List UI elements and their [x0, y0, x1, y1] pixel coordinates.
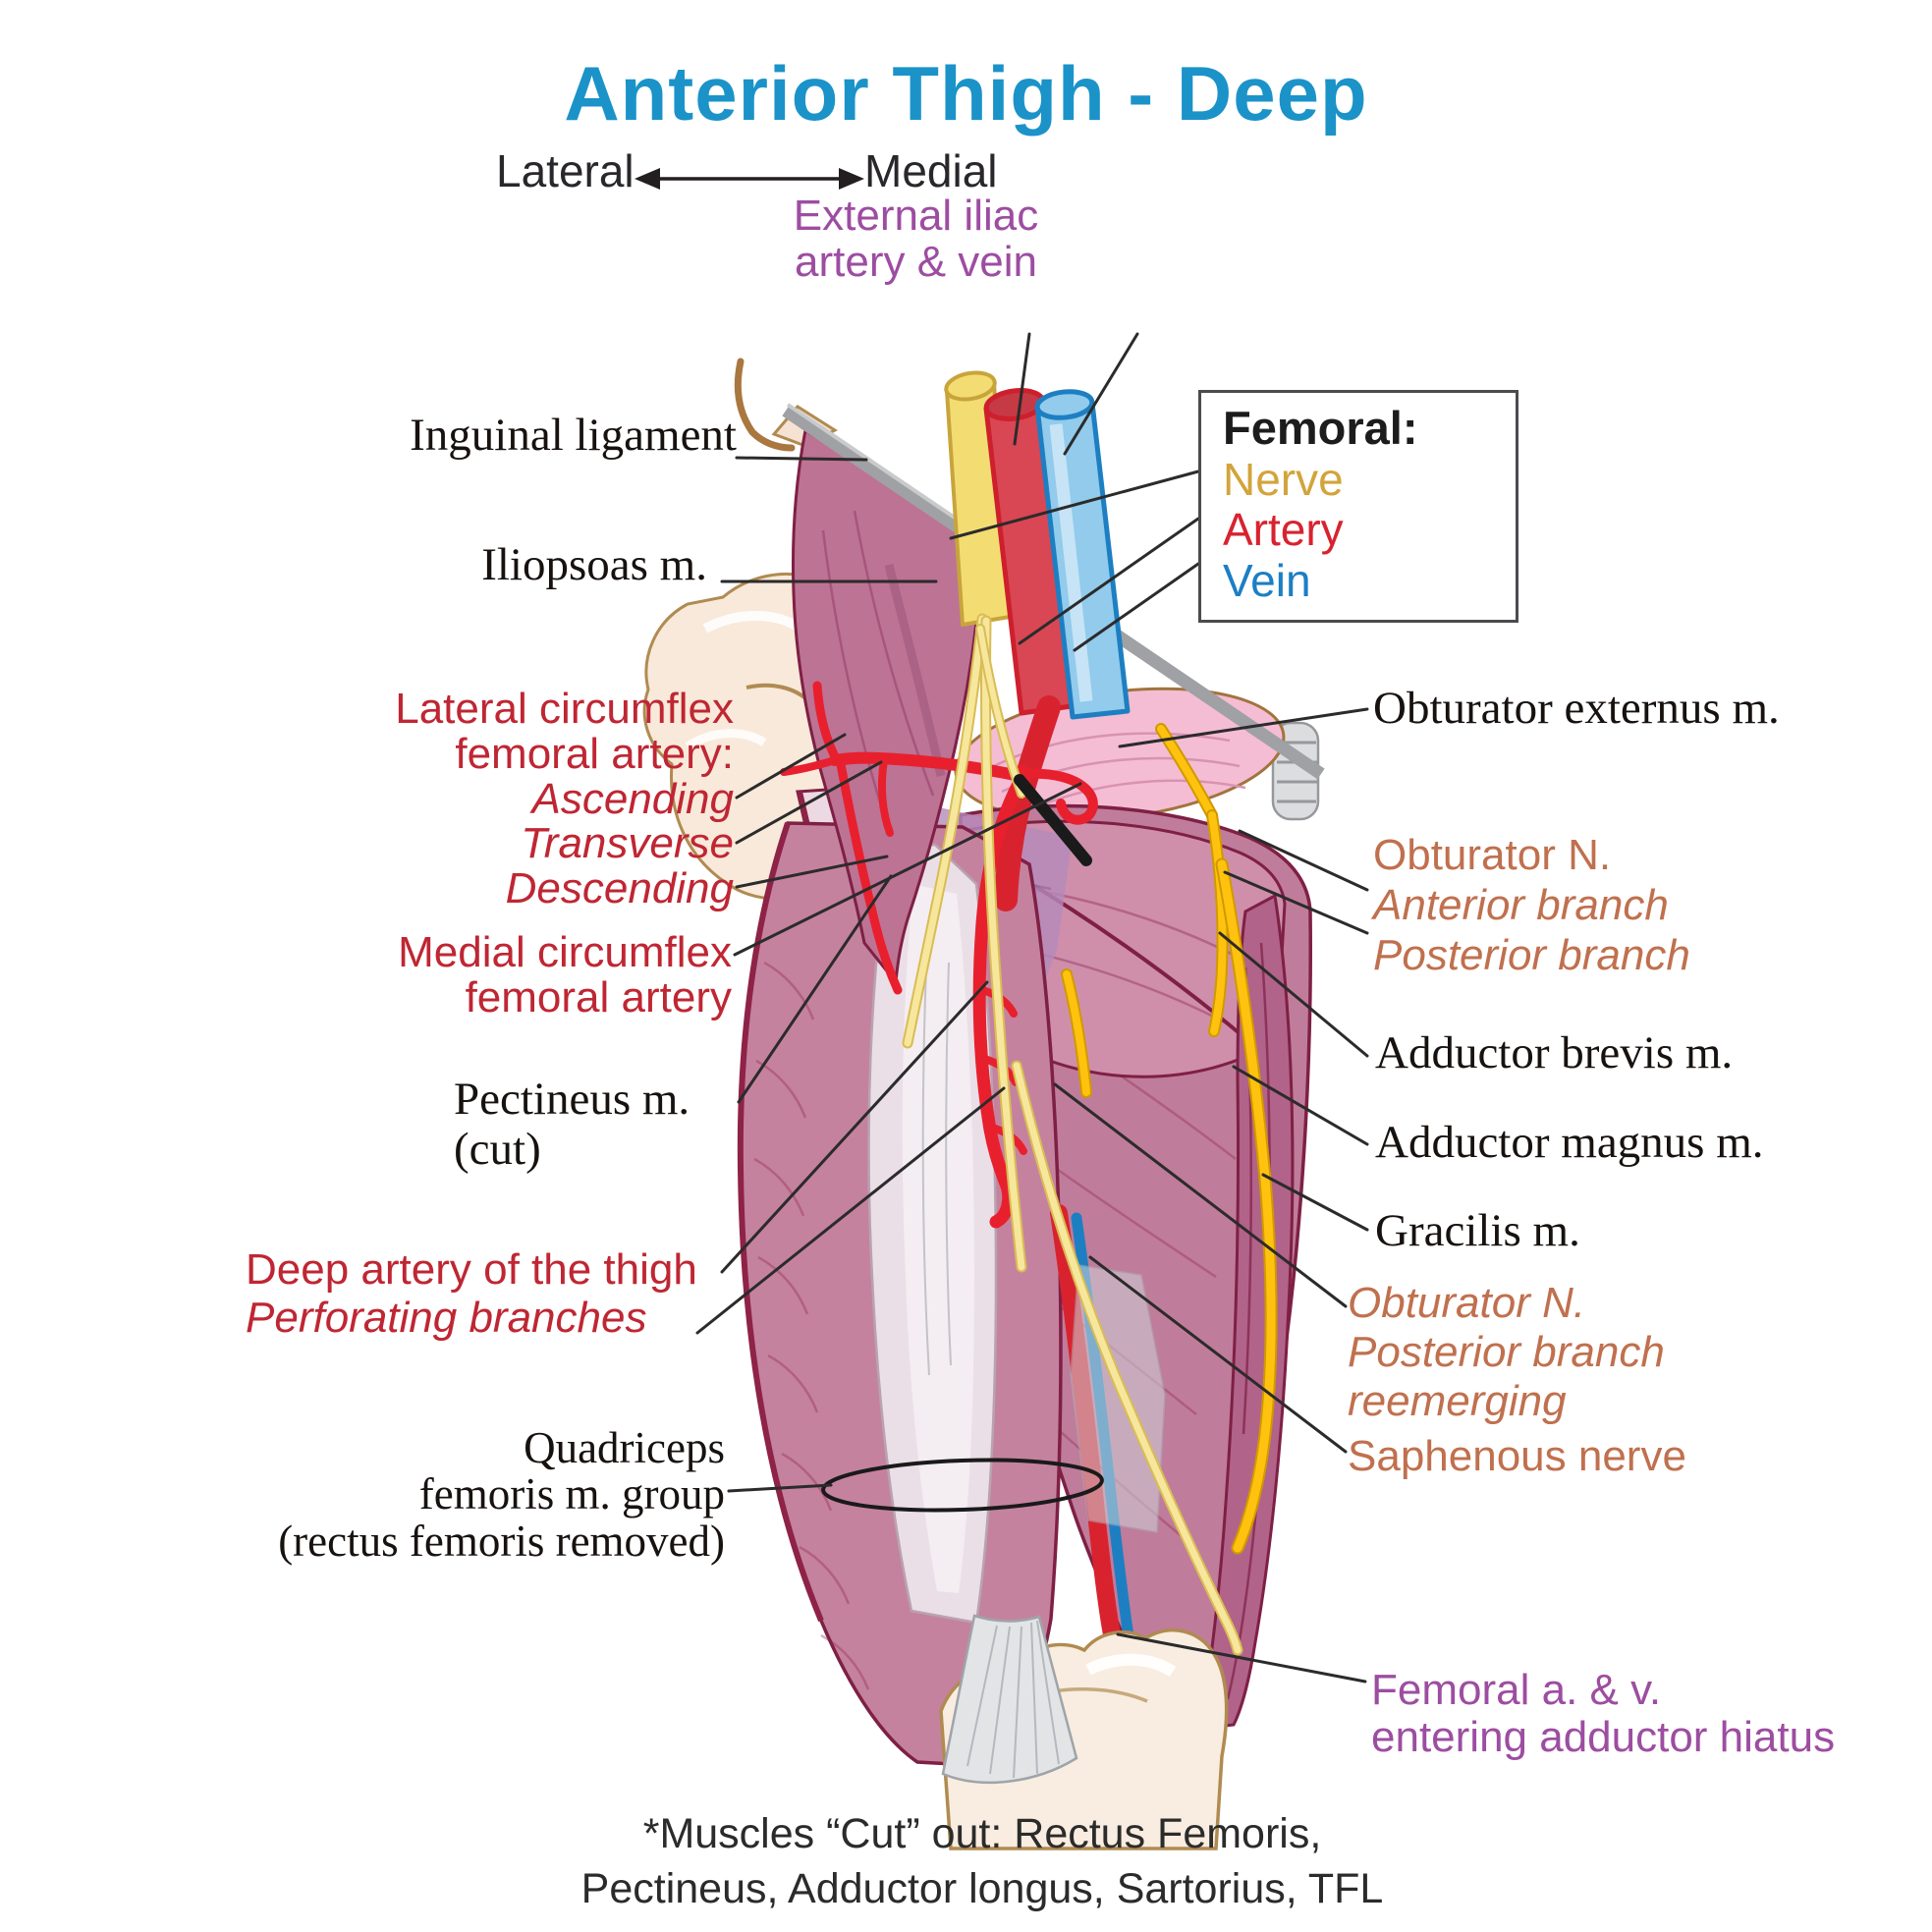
label-pectineus-line2: (cut) — [454, 1123, 541, 1175]
label-external-iliac: External iliac artery & vein — [746, 193, 1085, 285]
label-lcfa-ascending: Ascending — [531, 774, 734, 823]
orientation-lateral-label: Lateral — [496, 145, 635, 196]
label-lateral-circumflex-line2: femoral artery: — [455, 729, 734, 778]
label-obturator-reemerging-line2: Posterior branch — [1348, 1328, 1665, 1377]
label-medial-circumflex-line1: Medial circumflex — [398, 928, 732, 976]
label-iliopsoas: Iliopsoas m. — [481, 539, 707, 590]
orientation-arrow — [635, 168, 864, 190]
label-pectineus: Pectineus m. (cut) — [454, 1075, 690, 1175]
quadriceps-muscles — [737, 821, 1063, 1768]
legend-item-artery: Artery — [1223, 504, 1344, 556]
quadriceps-tendon — [941, 1614, 1078, 1785]
label-femoral-av-line1: Femoral a. & v. — [1371, 1666, 1662, 1714]
label-quadriceps-line3: (rectus femoris removed) — [278, 1516, 725, 1566]
leader-lines — [695, 332, 1369, 1684]
label-saphenous-nerve: Saphenous nerve — [1348, 1432, 1686, 1480]
label-lcfa-descending: Descending — [505, 864, 734, 912]
label-quadriceps-line1: Quadriceps — [524, 1423, 725, 1472]
label-lateral-circumflex: Lateral circumflex femoral artery: Ascen… — [290, 687, 734, 911]
page-title: Anterior Thigh - Deep — [564, 50, 1368, 137]
label-pectineus-line1: Pectineus m. — [454, 1074, 690, 1125]
label-quadriceps: Quadriceps femoris m. group (rectus femo… — [246, 1423, 725, 1566]
label-obturator-externus: Obturator externus m. — [1373, 683, 1780, 734]
footnote-line1: *Muscles “Cut” out: Rectus Femoris, — [642, 1810, 1322, 1857]
label-medial-circumflex: Medial circumflex femoral artery — [290, 930, 732, 1021]
label-quadriceps-line2: femoris m. group — [418, 1469, 725, 1519]
femoral-legend: Femoral: Nerve Artery Vein — [1198, 390, 1518, 624]
label-adductor-brevis: Adductor brevis m. — [1375, 1027, 1734, 1078]
label-medial-circumflex-line2: femoral artery — [465, 972, 732, 1021]
quadriceps-ellipse-annotation — [821, 1458, 1104, 1513]
nerves — [902, 613, 1278, 1656]
label-lateral-circumflex-line1: Lateral circumflex — [395, 685, 734, 733]
footnote-line2: Pectineus, Adductor longus, Sartorius, T… — [580, 1864, 1384, 1912]
femoral-vessel-tubes — [944, 370, 1131, 720]
label-inguinal-ligament: Inguinal ligament — [410, 410, 737, 461]
label-obturator-nerve: Obturator N. Anterior branch Posterior b… — [1373, 830, 1690, 980]
label-deep-artery-line2: Perforating branches — [246, 1294, 647, 1343]
label-femoral-av-hiatus: Femoral a. & v. entering adductor hiatus — [1371, 1666, 1836, 1762]
label-femoral-av-line2: entering adductor hiatus — [1371, 1713, 1836, 1762]
label-obturator-reemerging: Obturator N. Posterior branch reemerging — [1348, 1279, 1665, 1426]
orientation-medial-label: Medial — [864, 145, 998, 196]
label-gracilis: Gracilis m. — [1375, 1205, 1580, 1256]
label-obturator-nerve-line1: Obturator N. — [1373, 831, 1612, 879]
legend-item-vein: Vein — [1223, 554, 1311, 606]
label-deep-artery: Deep artery of the thigh Perforating bra… — [246, 1245, 697, 1343]
label-external-iliac-line1: External iliac — [793, 192, 1039, 240]
footnote: *Muscles “Cut” out: Rectus Femoris, Pect… — [373, 1807, 1591, 1917]
cut-marker — [1014, 774, 1092, 866]
label-deep-artery-line1: Deep artery of the thigh — [246, 1245, 697, 1294]
label-obturator-nerve-posterior: Posterior branch — [1373, 931, 1690, 980]
label-obturator-reemerging-line3: reemerging — [1348, 1377, 1567, 1426]
legend-item-nerve: Nerve — [1223, 453, 1344, 505]
label-lcfa-transverse: Transverse — [521, 819, 734, 868]
legend-heading: Femoral: — [1223, 402, 1418, 454]
label-obturator-nerve-anterior: Anterior branch — [1373, 881, 1669, 930]
label-external-iliac-line2: artery & vein — [795, 237, 1037, 286]
label-adductor-magnus: Adductor magnus m. — [1375, 1117, 1764, 1168]
label-obturator-reemerging-line1: Obturator N. — [1348, 1279, 1586, 1327]
